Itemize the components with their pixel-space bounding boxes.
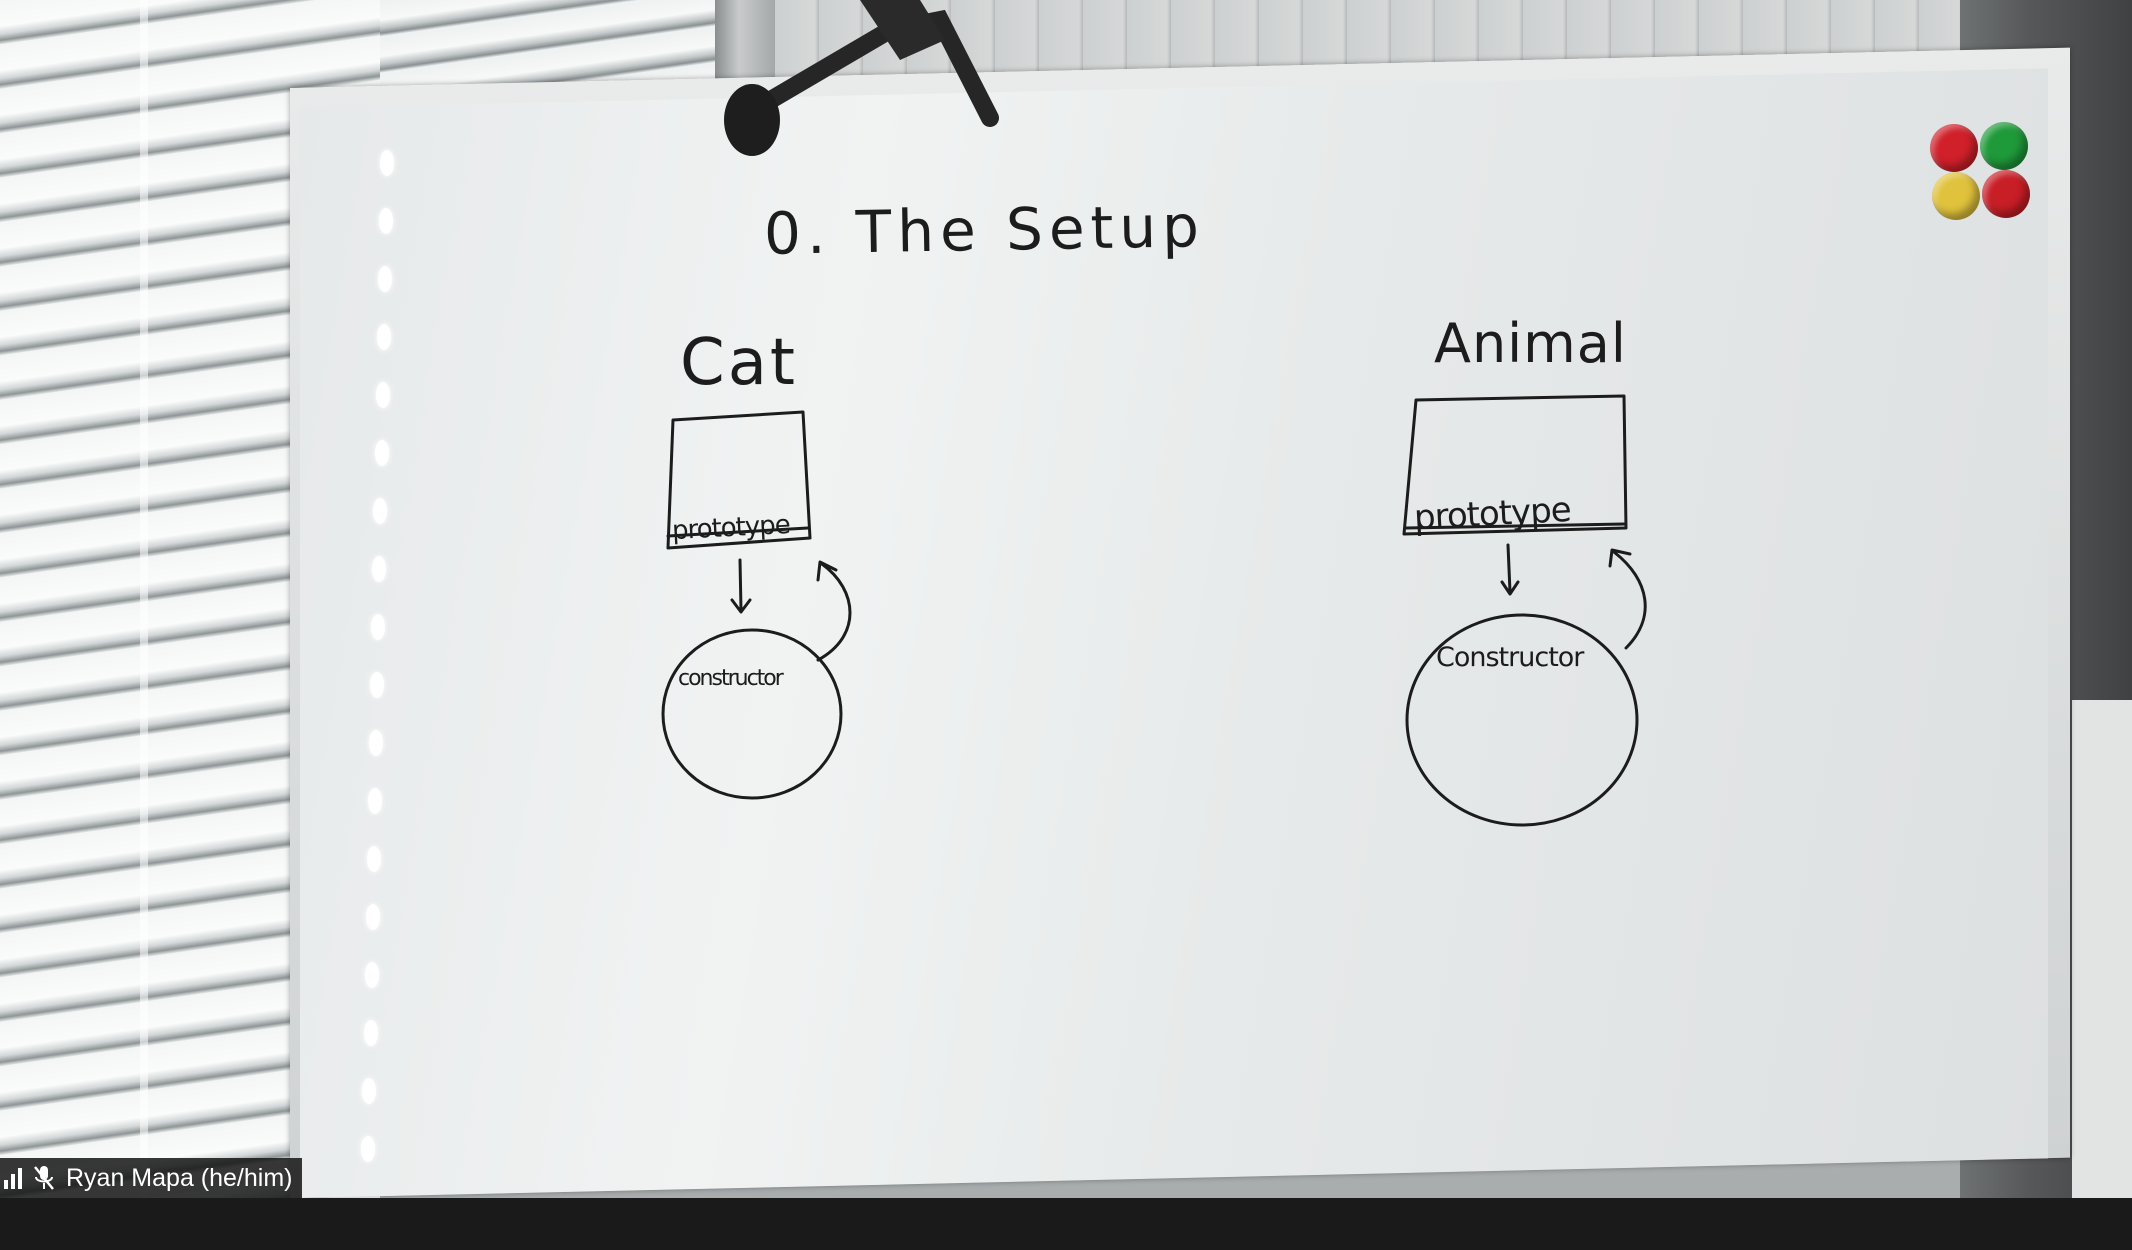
- reflection-dot: [365, 904, 380, 930]
- video-feed: 0. The Setup Cat Animal prototype constr…: [0, 0, 2132, 1198]
- cat-prototype-label: prototype: [671, 509, 791, 547]
- reflection-dot: [377, 266, 392, 292]
- magnet-red-icon: [1930, 124, 1978, 172]
- reflection-dot: [376, 324, 391, 350]
- animal-label: Animal: [1434, 312, 1627, 375]
- meeting-bottom-bar: [0, 1198, 2132, 1250]
- reflection-dot: [372, 556, 387, 582]
- whiteboard-drawing: [0, 0, 2132, 1198]
- animal-box: [1402, 394, 1628, 536]
- light-reflections: [360, 150, 394, 1198]
- reflection-dot: [371, 614, 386, 640]
- participant-name-tag: Ryan Mapa (he/him): [0, 1158, 303, 1198]
- wall-panel: [2072, 700, 2132, 1198]
- reflection-dot: [374, 440, 389, 466]
- reflection-dot: [370, 672, 385, 698]
- reflection-dot: [363, 1020, 378, 1046]
- microphone-muted-icon: [34, 1166, 54, 1190]
- connection-signal-icon: [4, 1167, 22, 1189]
- reflection-dot: [362, 1078, 377, 1104]
- reflection-dot: [375, 382, 390, 408]
- cat-circle: [661, 628, 843, 800]
- reflection-dot: [373, 498, 388, 524]
- magnet-red-icon: [1982, 170, 2030, 218]
- whiteboard-title: 0. The Setup: [763, 192, 1206, 268]
- reflection-dot: [378, 208, 393, 234]
- cat-box-divider: [666, 526, 810, 538]
- reflection-dot: [366, 846, 381, 872]
- reflection-dot: [369, 730, 383, 756]
- reflection-dot: [361, 1136, 376, 1162]
- participant-name: Ryan Mapa (he/him): [66, 1163, 293, 1192]
- animal-box-divider: [1404, 522, 1626, 530]
- magnet-green-icon: [1980, 122, 2028, 170]
- cat-down-arrow: [730, 558, 752, 614]
- magnet-yellow-icon: [1932, 172, 1980, 220]
- cat-box: [666, 410, 812, 550]
- magnets: [1928, 122, 2038, 232]
- animal-circle: [1405, 613, 1639, 827]
- reflection-dot: [364, 962, 379, 988]
- cat-return-arrow: [816, 560, 852, 662]
- cat-constructor-label: constructor: [678, 666, 784, 691]
- animal-down-arrow: [1500, 543, 1520, 596]
- reflection-dot: [380, 150, 394, 176]
- animal-constructor-label: Constructor: [1436, 642, 1584, 673]
- reflection-dot: [367, 788, 382, 814]
- cat-label: Cat: [680, 326, 798, 400]
- animal-return-arrow: [1608, 548, 1647, 650]
- animal-prototype-label: prototype: [1413, 489, 1572, 539]
